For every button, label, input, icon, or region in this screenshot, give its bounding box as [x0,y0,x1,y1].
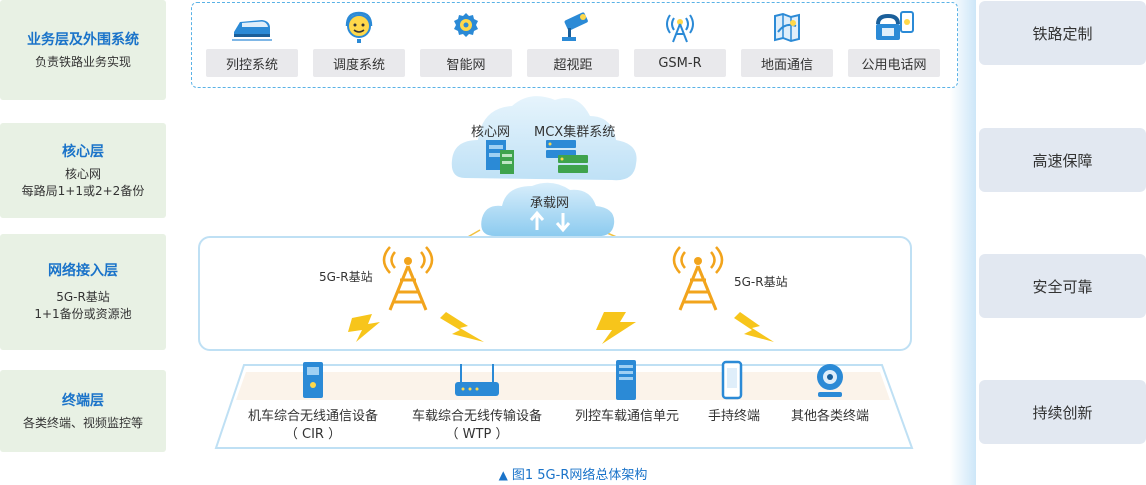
webcam-icon [817,364,843,397]
base-station-tower-icon [672,246,724,311]
feature-high-speed: 高速保障 [979,128,1146,192]
wireless-bolt-icon [440,312,484,342]
terminal-name: 列控车载通信单元 [574,409,679,424]
terminal-label-onboard: 列控车载通信单元 [562,408,692,426]
dispatcher-icon [345,11,373,43]
cir-device-icon [303,362,323,398]
business-item-label: GSM-R [634,49,726,77]
layer-core: 核心层 核心网 每路局1+1或2+2备份 [0,123,166,218]
layer-access: 网络接入层 5G-R基站 1+1备份或资源池 [0,234,166,350]
feature-innovation: 持续创新 [979,380,1146,444]
terminal-name: 手持终端 [707,409,760,424]
layer-desc: 5G-R基站 [56,290,110,304]
business-item: 智能网 [420,3,512,83]
feature-secure-reliable: 安全可靠 [979,254,1146,318]
antenna-icon [666,14,694,43]
terminal-label-handheld: 手持终端 [694,408,774,426]
business-item-label: 调度系统 [313,49,405,77]
telephone-icon [876,11,914,40]
business-item: 地面通信 [741,3,833,83]
train-icon [232,20,272,41]
bearer-cloud [481,182,615,237]
terminal-name: 其他各类终端 [790,409,869,424]
business-item-label: 地面通信 [741,49,833,77]
map-icon [774,12,800,43]
mcx-label: MCX集群系统 [534,125,616,140]
terminal-label-other: 其他各类终端 [780,408,880,426]
handheld-icon [721,360,743,400]
terminal-label-cir: 机车综合无线通信设备 （ CIR ） [233,408,393,444]
layer-terminal: 终端层 各类终端、视频监控等 [0,370,166,452]
caption-text: 图1 5G-R网络总体架构 [511,468,648,483]
triangle-icon: ▲ [498,468,508,482]
layer-title: 网络接入层 [48,263,118,279]
business-system-box: 列控系统 调度系统 智能网 超视距 [191,2,958,88]
layer-title: 业务层及外围系统 [27,31,139,48]
wireless-bolt-icon [734,312,774,342]
base-station-tower-icon [382,246,434,311]
server-unit-icon [616,360,636,400]
business-item: 超视距 [527,3,619,83]
mcx-server-icon [546,140,588,173]
figure-caption: ▲图1 5G-R网络总体架构 [0,464,1146,483]
layer-desc: 1+1备份或资源池 [34,307,132,321]
terminal-name: 车载综合无线传输设备 [411,409,542,424]
layer-desc: 各类终端、视频监控等 [22,415,143,430]
up-down-arrows-icon [529,210,571,233]
intelligent-network-icon [454,13,478,37]
core-net-label: 核心网 [471,125,511,140]
layer-title: 核心层 [62,143,104,160]
terminal-label-wtp: 车载综合无线传输设备 （ WTP ） [397,408,557,444]
layer-business: 业务层及外围系统 负责铁路业务实现 [0,0,166,100]
business-item: GSM-R [634,3,726,83]
wireless-bolt-icon [348,314,380,342]
layer-title: 终端层 [62,392,104,409]
terminal-name: 机车综合无线通信设备 [247,409,378,424]
layer-desc: 核心网 [64,166,101,181]
business-item: 列控系统 [206,3,298,83]
access-network-box [198,236,912,351]
layer-desc: 每路局1+1或2+2备份 [21,183,145,198]
business-item-label: 列控系统 [206,49,298,77]
layer-desc: 负责铁路业务实现 [34,54,131,69]
business-item: 调度系统 [313,3,405,83]
business-item-label: 公用电话网 [848,49,940,77]
business-item: 公用电话网 [848,3,940,83]
terminal-sub: （ CIR ） [284,427,342,442]
business-item-label: 超视距 [527,49,619,77]
router-icon [455,364,499,396]
wireless-bolt-icon [596,312,636,344]
core-server-icon [486,140,514,174]
base-station-label: 5G-R基站 [319,270,373,284]
base-station-label: 5G-R基站 [734,275,788,289]
terminal-sub: （ WTP ） [445,427,509,442]
business-item-label: 智能网 [420,49,512,77]
bearer-label: 承载网 [530,196,570,211]
feature-railway-custom: 铁路定制 [979,1,1146,65]
camera-icon [562,12,588,41]
